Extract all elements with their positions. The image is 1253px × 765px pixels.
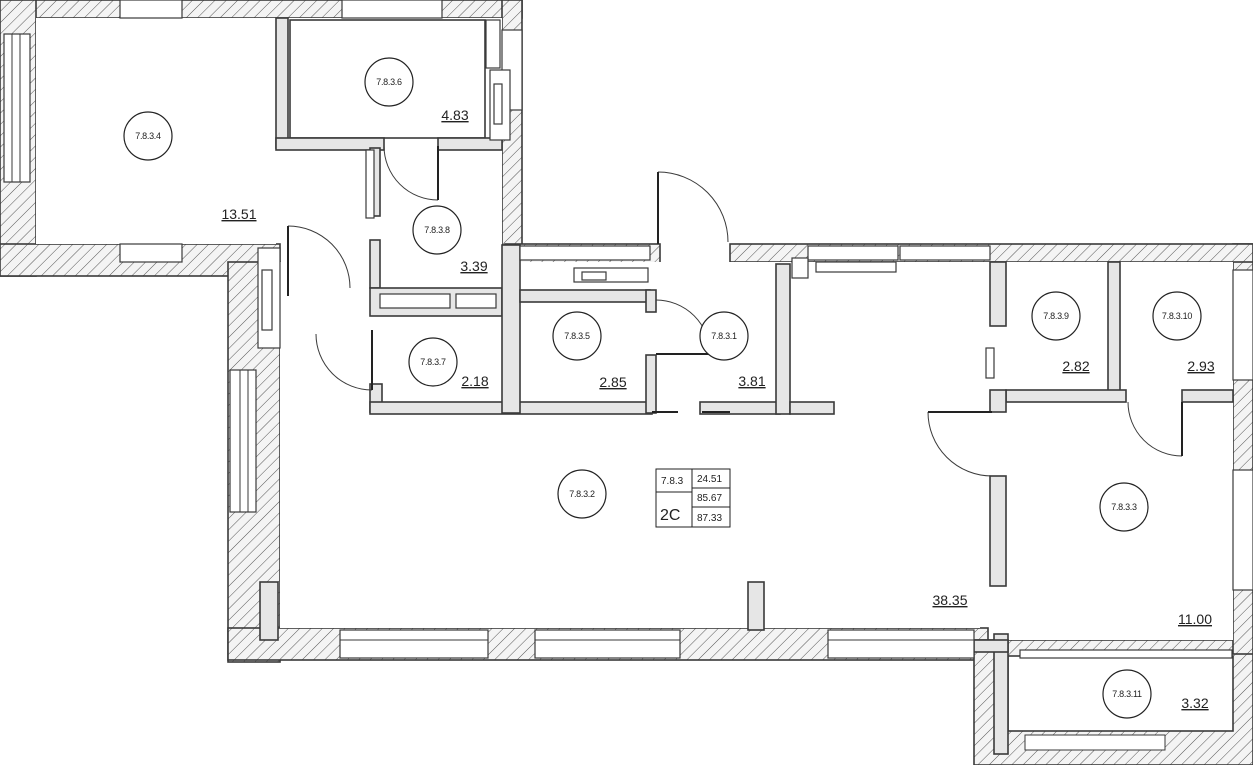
room-area: 3.32	[1181, 695, 1208, 711]
room-tag-78311: 7.8.3.11 3.32	[1102, 669, 1209, 719]
total-area: 85.67	[697, 493, 722, 504]
room-area: 2.18	[461, 373, 488, 389]
room-tag-7834: 7.8.3.4 13.51	[123, 111, 257, 222]
room-area: 2.82	[1062, 358, 1089, 374]
room-id: 7.8.3.11	[1112, 689, 1142, 699]
room-id: 7.8.3.5	[564, 331, 590, 341]
room-id: 7.8.3.9	[1043, 311, 1069, 321]
interior-walls	[259, 17, 1234, 755]
room-area: 38.35	[932, 592, 967, 608]
room-tag-7837: 7.8.3.7 2.18	[408, 337, 489, 389]
room-tag-7832: 7.8.3.2 38.35	[557, 469, 968, 608]
room-area: 4.83	[441, 107, 468, 123]
total-area-with-balcony: 87.33	[697, 513, 722, 524]
room-tag-78310: 7.8.3.10 2.93	[1152, 291, 1215, 374]
room-tag-7839: 7.8.3.9 2.82	[1031, 291, 1090, 374]
room-area: 11.00	[1178, 611, 1212, 627]
room-area: 13.51	[221, 206, 256, 222]
room-tag-7835: 7.8.3.5 2.85	[552, 311, 627, 390]
room-tag-7831: 7.8.3.1 3.81	[699, 311, 766, 389]
doors	[287, 145, 1183, 477]
room-area: 2.93	[1187, 358, 1214, 374]
living-area: 24.51	[697, 474, 722, 485]
room-id: 7.8.3.8	[424, 225, 450, 235]
apartment-number: 7.8.3	[661, 476, 684, 487]
room-id: 7.8.3.3	[1111, 502, 1137, 512]
room-area: 3.81	[738, 373, 765, 389]
room-area: 3.39	[460, 258, 487, 274]
room-tag-7836: 7.8.3.6 4.83	[364, 57, 469, 123]
apartment-type: 2С	[660, 507, 680, 524]
shafts	[257, 19, 995, 379]
room-tag-7838: 7.8.3.8 3.39	[412, 205, 488, 274]
room-id: 7.8.3.7	[420, 357, 446, 367]
room-id: 7.8.3.2	[569, 489, 595, 499]
apartment-summary-box: 7.8.3 2С 24.51 85.67 87.33	[655, 468, 731, 528]
room-id: 7.8.3.6	[376, 77, 402, 87]
room-area: 2.85	[599, 374, 626, 390]
room-id: 7.8.3.10	[1162, 311, 1192, 321]
windows	[3, 0, 1253, 659]
room-id: 7.8.3.1	[711, 331, 737, 341]
room-tag-7833: 7.8.3.3 11.00	[1099, 482, 1212, 627]
room-id: 7.8.3.4	[135, 131, 161, 141]
